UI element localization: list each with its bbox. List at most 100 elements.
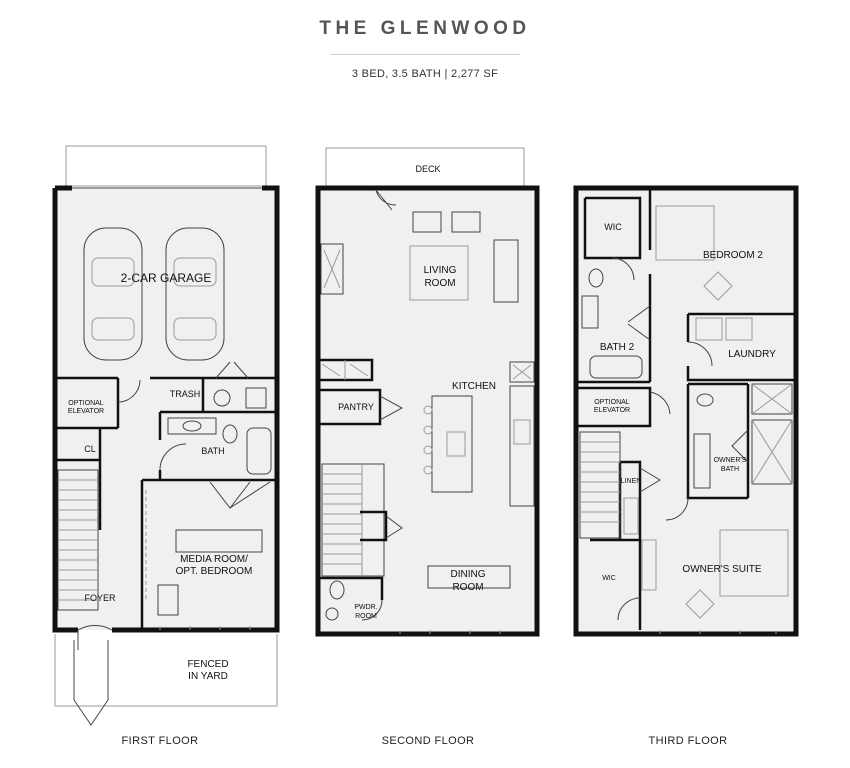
armchair-icon <box>451 211 481 233</box>
title-divider <box>330 54 520 55</box>
second-floor-plan: DECK LIVING ROOM KITCHEN PANTRY DINING R… <box>315 147 540 747</box>
powder-room-walls <box>320 576 384 600</box>
front-door-swing <box>77 624 113 650</box>
third-floor-plan: WIC BEDROOM 2 BATH 2 LAUNDRY OPTIONAL EL… <box>573 185 799 747</box>
bed-icon <box>655 205 715 261</box>
dryer-icon <box>725 317 753 341</box>
room-label-garage: 2-CAR GARAGE <box>121 271 212 285</box>
car-icon <box>83 227 143 361</box>
toilet-icon <box>329 580 345 600</box>
sink-icon <box>446 431 466 457</box>
kitchen-island <box>431 395 473 493</box>
room-label-bedroom2: BEDROOM 2 <box>703 250 763 261</box>
fridge-icon <box>509 361 535 383</box>
third-floor-stairs <box>579 431 621 539</box>
floor-label-second: SECOND FLOOR <box>382 735 475 747</box>
room-label-powder-line2: ROOM <box>355 613 377 620</box>
bathtub-icon <box>246 427 272 475</box>
water-heater-icon <box>213 389 231 407</box>
trash-doors <box>215 361 249 379</box>
third-floor-interior-walls <box>578 188 796 630</box>
vanity-icon <box>167 417 217 435</box>
closet-icon <box>751 383 793 415</box>
room-label-wic-top: WIC <box>604 222 622 232</box>
sofa-icon <box>175 529 263 553</box>
toilet-icon <box>588 268 604 288</box>
chair-icon <box>703 271 733 301</box>
chair-icon <box>157 584 179 616</box>
room-label-foyer: FOYER <box>84 593 116 603</box>
bed-icon <box>719 529 789 597</box>
first-floor-plan: 2-CAR GARAGE OPTIONAL ELEVATOR TRASH CL … <box>52 145 280 747</box>
room-label-pantry: PANTRY <box>338 402 374 412</box>
car-icon <box>165 227 225 361</box>
bath2-door <box>627 305 651 341</box>
floor-label-third: THIRD FLOOR <box>649 735 728 747</box>
second-floor-stairs <box>321 463 385 577</box>
room-label-elevator-line1: OPTIONAL <box>68 400 104 407</box>
toilet-icon <box>696 393 714 407</box>
room-label-kitchen: KITCHEN <box>452 381 496 392</box>
first-floor-outer-wall <box>52 185 280 633</box>
bath-door-swing <box>159 443 187 471</box>
double-vanity-icon <box>693 433 711 489</box>
room-label-elevator-line2: ELEVATOR <box>68 408 104 415</box>
plan-subtitle: 3 BED, 3.5 BATH | 2,277 SF <box>351 68 499 80</box>
closet-walls <box>360 510 388 542</box>
dining-table-icon <box>427 565 511 589</box>
chair-icon <box>685 589 715 619</box>
rug-outline <box>409 245 469 301</box>
deck-door-swing <box>375 189 397 211</box>
second-floor-outer-wall <box>315 185 540 637</box>
wic-door-swing <box>611 257 635 281</box>
room-label-laundry: LAUNDRY <box>728 349 776 360</box>
third-floor-area <box>576 188 796 634</box>
room-label-elevator-line2: ELEVATOR <box>594 407 630 414</box>
shower-icon <box>751 419 793 485</box>
first-floor-stairs <box>57 469 99 611</box>
vanity-icon <box>581 295 599 329</box>
utility-box <box>245 387 267 409</box>
room-label-owners-bath-line1: OWNER'S <box>714 457 747 464</box>
dresser-icon <box>641 539 657 591</box>
driveway-apron <box>65 145 267 187</box>
room-label-powder-line1: PWDR. <box>354 604 377 611</box>
sink-icon <box>325 607 339 621</box>
room-label-elevator-line1: OPTIONAL <box>594 399 630 406</box>
toilet-icon <box>222 424 238 444</box>
room-label-trash: TRASH <box>170 389 201 399</box>
room-label-bath: BATH <box>201 446 224 456</box>
elevator-door-swing <box>117 379 141 403</box>
closet-doors <box>209 481 271 509</box>
room-label-linen: LINEN <box>621 478 642 485</box>
room-label-dining-line2: ROOM <box>452 582 483 593</box>
bathtub-icon <box>589 355 643 379</box>
room-label-living-line2: ROOM <box>424 278 455 289</box>
elevator-door-swing <box>649 391 671 415</box>
room-label-dining-line1: DINING <box>451 569 486 580</box>
room-label-owners-bath-line2: BATH <box>721 466 739 473</box>
pantry-walls <box>320 388 382 426</box>
washer-icon <box>695 317 723 341</box>
room-label-yard-line1: FENCED <box>187 659 228 670</box>
kitchen-counter <box>509 385 535 507</box>
second-floor-area <box>318 188 537 634</box>
pantry-door <box>379 395 404 421</box>
sofa-icon <box>493 239 519 303</box>
shelving-icon <box>623 497 639 535</box>
room-label-closet: CL <box>84 444 96 454</box>
entry-walk <box>73 640 109 726</box>
cooktop-icon <box>513 419 531 445</box>
room-label-deck: DECK <box>415 164 440 174</box>
room-label-yard-line2: IN YARD <box>188 671 228 682</box>
room-label-media-line2: OPT. BEDROOM <box>176 566 253 577</box>
armchair-icon <box>412 211 442 233</box>
first-floor-interior-walls <box>55 376 277 630</box>
floor-label-first: FIRST FLOOR <box>122 735 199 747</box>
fenced-yard <box>54 634 278 707</box>
wic-door-swing <box>617 597 641 621</box>
room-label-wic-bottom: WIC <box>602 575 616 582</box>
room-label-living-line1: LIVING <box>424 265 457 276</box>
room-label-bath2: BATH 2 <box>600 342 635 353</box>
